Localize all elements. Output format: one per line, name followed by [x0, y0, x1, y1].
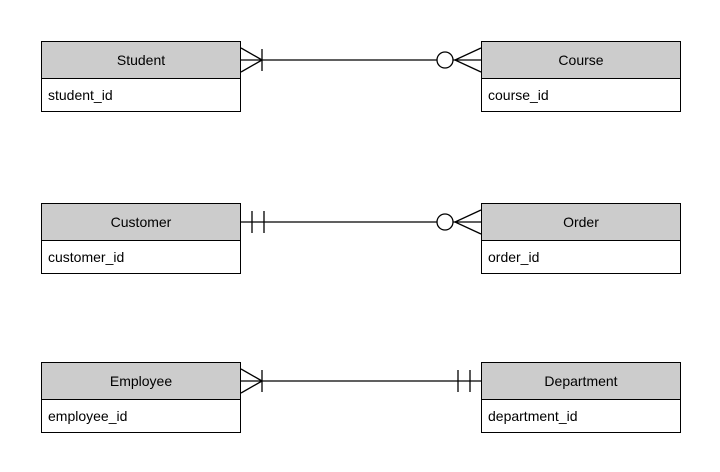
entity-title: Customer: [42, 204, 240, 241]
zero-or-many-icon: [436, 209, 481, 235]
one-and-only-one-icon: [457, 370, 471, 392]
one-and-only-one-icon: [251, 211, 265, 233]
entity-attribute: student_id: [42, 79, 240, 111]
one-or-many-icon: [241, 368, 263, 394]
entity-attribute: order_id: [482, 241, 680, 273]
entity-department[interactable]: Department department_id: [481, 362, 681, 433]
entity-attribute: course_id: [482, 79, 680, 111]
entity-title: Course: [482, 42, 680, 79]
entity-customer[interactable]: Customer customer_id: [41, 203, 241, 274]
entity-title: Employee: [42, 363, 240, 400]
entity-course[interactable]: Course course_id: [481, 41, 681, 112]
entity-student[interactable]: Student student_id: [41, 41, 241, 112]
relationship-employee-department[interactable]: [241, 361, 481, 401]
entity-employee[interactable]: Employee employee_id: [41, 362, 241, 433]
entity-attribute: customer_id: [42, 241, 240, 273]
relationship-customer-order[interactable]: [241, 202, 481, 242]
entity-attribute: department_id: [482, 400, 680, 432]
entity-title: Order: [482, 204, 680, 241]
relationship-student-course[interactable]: [241, 40, 481, 80]
entity-order[interactable]: Order order_id: [481, 203, 681, 274]
entity-attribute: employee_id: [42, 400, 240, 432]
zero-or-many-icon: [436, 47, 481, 73]
entity-title: Student: [42, 42, 240, 79]
entity-title: Department: [482, 363, 680, 400]
one-or-many-icon: [241, 47, 263, 73]
